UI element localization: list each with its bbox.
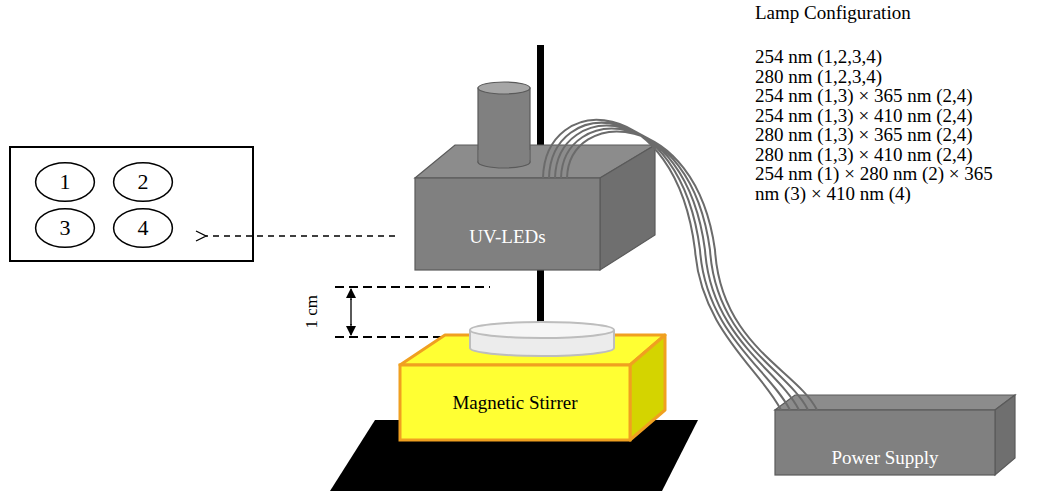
- lamp-cylinder-fill: [479, 150, 530, 162]
- pointer-arrow: [206, 235, 395, 236]
- node-label: 3: [60, 215, 71, 241]
- dimension-arrow: [350, 289, 351, 300]
- led-position: 4: [113, 208, 173, 248]
- config-text: 280 nm (1,3) × 365 nm (2,4): [755, 125, 973, 145]
- node-label: Power Supply: [831, 447, 938, 469]
- ellipse-outline: [36, 163, 95, 201]
- power-supply-top: [775, 395, 1015, 410]
- power-supply-box: Power Supply: [775, 410, 995, 475]
- node-label: 1: [60, 169, 71, 195]
- lamp-cylinder-top: [478, 82, 530, 94]
- node-label: 4: [138, 215, 149, 241]
- stirrer-box: Magnetic Stirrer: [400, 365, 630, 440]
- lamp-cylinder: [478, 88, 530, 162]
- led-panel: [10, 147, 253, 261]
- config-text: Lamp Configuration: [755, 3, 911, 23]
- led-position: 1: [35, 162, 95, 202]
- stirrer-side: [630, 335, 665, 440]
- power-supply-side: [995, 395, 1015, 475]
- dimension-arrow: [350, 299, 351, 325]
- config-text: 254 nm (1,2,3,4): [755, 47, 882, 67]
- uv-led-box: UV-LEDs: [415, 178, 600, 270]
- led-position: 3: [35, 208, 95, 248]
- ellipse-outline: [114, 209, 173, 247]
- config-text: 280 nm (1,2,3,4): [755, 67, 882, 87]
- dimension-arrow: [350, 324, 351, 335]
- node-label: Magnetic Stirrer: [452, 392, 577, 414]
- config-text: 280 nm (1,3) × 410 nm (2,4): [755, 145, 973, 165]
- node-label: UV-LEDs: [469, 226, 545, 248]
- dimension-label: 1 cm: [302, 295, 322, 329]
- dimension-line: [335, 286, 490, 288]
- config-text: 254 nm (1,3) × 365 nm (2,4): [755, 86, 973, 106]
- led-housing-side: [600, 145, 655, 270]
- stirrer-front: [400, 365, 630, 440]
- led-housing-front: [415, 178, 600, 270]
- config-text: 254 nm (1,3) × 410 nm (2,4): [755, 106, 973, 126]
- node-label: 2: [138, 169, 149, 195]
- led-position: 2: [113, 162, 173, 202]
- ellipse-outline: [114, 163, 173, 201]
- ellipse-outline: [36, 209, 95, 247]
- power-supply-front: [775, 410, 995, 475]
- config-text: 254 nm (1) × 280 nm (2) × 365 nm (3) × 4…: [755, 164, 1020, 203]
- petri-dish-rim: [470, 322, 614, 338]
